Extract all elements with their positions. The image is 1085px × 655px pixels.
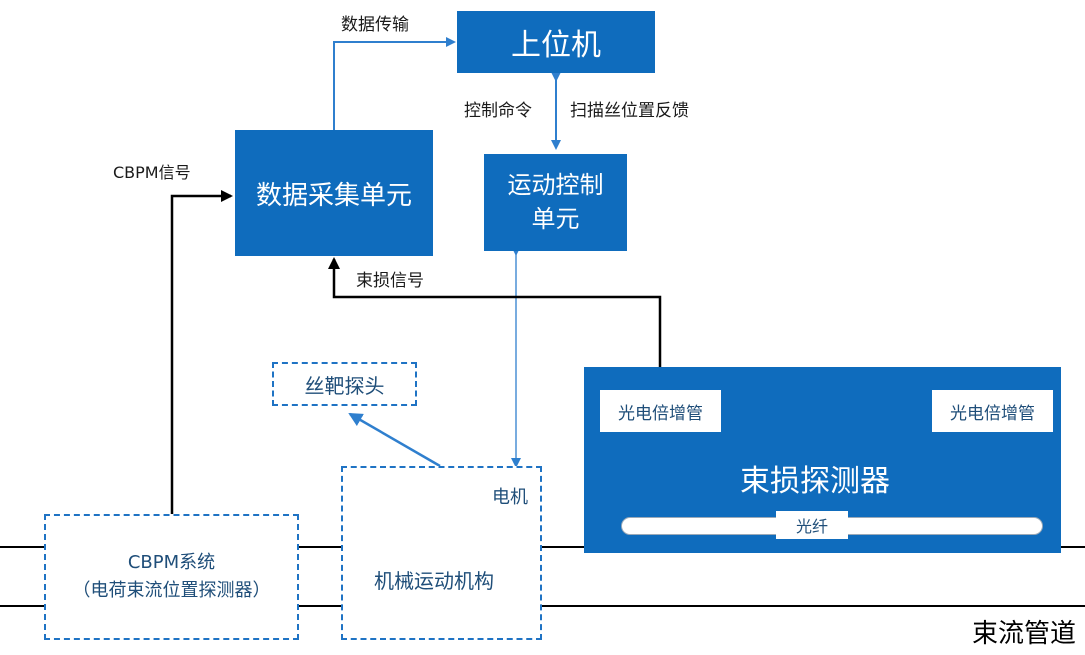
daq-unit-label: 数据采集单元 <box>255 180 412 211</box>
mechanism-box <box>341 466 542 640</box>
loss-signal-arrow <box>328 257 662 390</box>
cbpm-system-label: CBPM系统 （电荷束流位置探测器） <box>72 552 271 601</box>
data-transfer-arrow <box>333 37 456 130</box>
beam-pipe-label: 束流管道 <box>972 619 1077 649</box>
loss-signal-label: 束损信号 <box>356 271 424 291</box>
pmt-left-box: 光电倍增管 <box>600 390 721 432</box>
motion-control-box: 运动控制 单元 <box>484 154 627 251</box>
daq-unit-box: 数据采集单元 <box>235 130 433 256</box>
wire-probe-box: 丝靶探头 <box>272 362 417 406</box>
host-computer-label: 上位机 <box>511 28 601 63</box>
cbpm-signal-label: CBPM信号 <box>113 163 191 182</box>
optical-fiber-label: 光纤 <box>795 517 828 536</box>
motor-label: 电机 <box>492 487 528 508</box>
cbpm-system-box: CBPM系统 （电荷束流位置探测器） <box>44 514 299 640</box>
mechanism-label: 机械运动机构 <box>374 569 494 593</box>
pmt-right-box: 光电倍增管 <box>932 390 1053 432</box>
optical-fiber-label-box: 光纤 <box>776 511 848 539</box>
motion-control-label: 运动控制 单元 <box>507 170 604 233</box>
cbpm-signal-arrow <box>170 190 233 514</box>
pmt-left-label: 光电倍增管 <box>618 403 703 424</box>
host-computer-box: 上位机 <box>457 11 655 73</box>
data-transfer-label: 数据传输 <box>341 15 409 35</box>
wire-probe-label: 丝靶探头 <box>304 373 385 398</box>
control-command-label: 控制命令 <box>464 101 532 121</box>
wire-feedback-label: 扫描丝位置反馈 <box>570 101 689 121</box>
pmt-right-label: 光电倍增管 <box>950 403 1035 424</box>
beam-loss-detector-label: 束损探测器 <box>740 464 890 499</box>
probe-drive-arrow <box>348 412 441 468</box>
